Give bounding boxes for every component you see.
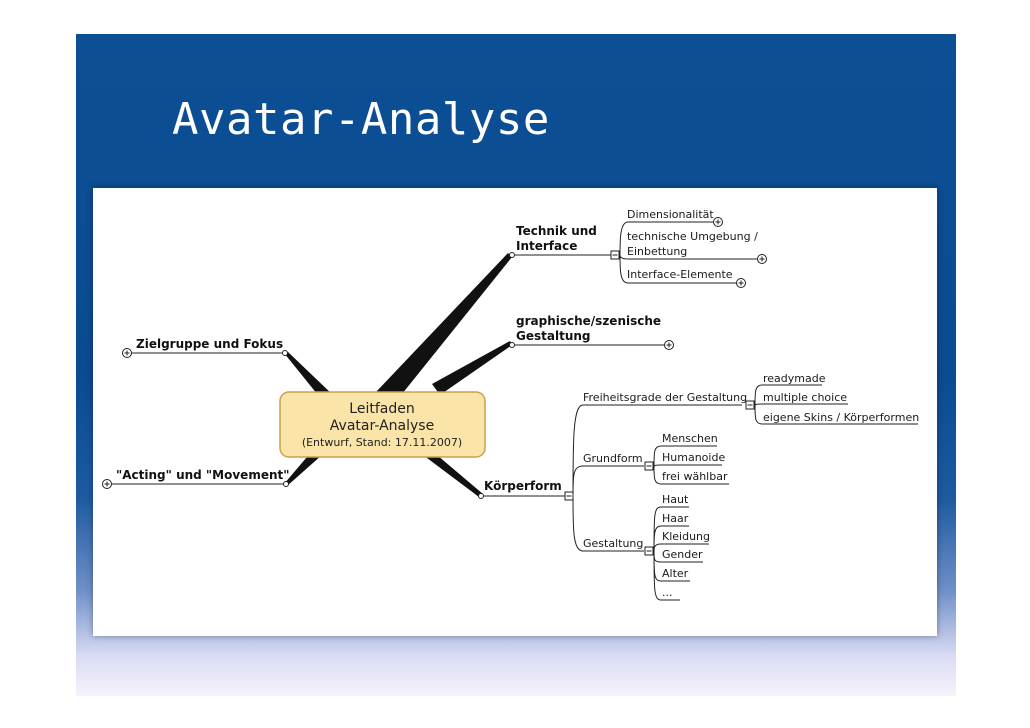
zielgruppe-label: Zielgruppe und Fokus [136, 337, 283, 351]
technik-label-2: Interface [516, 239, 577, 253]
freiheitsgrade-label: Freiheitsgrade der Gestaltung [583, 391, 747, 404]
expand-interface-icon[interactable] [736, 278, 746, 288]
readymade-label: readymade [763, 372, 826, 385]
graphisch-label-1: graphische/szenische [516, 314, 661, 328]
mindmap-panel [93, 188, 937, 636]
graphisch-node [509, 342, 515, 348]
ellipsis-label: ... [662, 586, 673, 599]
freiheitsgrade-bracket [754, 384, 918, 425]
multiple-choice-label: multiple choice [763, 391, 847, 404]
branch-technik [376, 253, 512, 404]
alter-label: Alter [662, 567, 689, 580]
koerperform-bracket [572, 404, 742, 552]
collapse-koerperform-icon[interactable] [564, 491, 574, 501]
kleidung-label: Kleidung [662, 530, 710, 543]
interface-label: Interface-Elemente [627, 268, 733, 281]
gestaltung-bracket [653, 506, 709, 601]
branch-graphisch [432, 341, 512, 395]
center-node [279, 391, 486, 458]
expand-zielgruppe-icon[interactable] [122, 348, 132, 358]
center-line3: (Entwurf, Stand: 17.11.2007) [302, 436, 462, 449]
acting-node [283, 481, 289, 487]
eigene-skins-label: eigene Skins / Körperformen [763, 411, 919, 424]
branch-zielgruppe [284, 352, 334, 400]
slide-title: Avatar-Analyse [172, 94, 550, 145]
dimensionalitaet-label: Dimensionalität [627, 208, 714, 221]
technik-bracket [619, 221, 762, 284]
umgebung-label-1: technische Umgebung / [627, 230, 758, 243]
acting-label: "Acting" und "Movement" [116, 468, 290, 482]
haar-label: Haar [662, 512, 689, 525]
expand-umgebung-icon[interactable] [757, 254, 767, 264]
expand-graphisch-icon[interactable] [664, 340, 674, 350]
collapse-freiheitsgrade-icon[interactable] [745, 400, 755, 410]
graphisch-label-2: Gestaltung [516, 329, 591, 343]
grundform-bracket [653, 445, 729, 485]
center-line1: Leitfaden [349, 401, 414, 417]
frei-waehlbar-label: frei wählbar [662, 470, 728, 483]
humanoide-label: Humanoide [662, 451, 725, 464]
collapse-gestaltung-icon[interactable] [644, 546, 654, 556]
collapse-grundform-icon[interactable] [644, 461, 654, 471]
technik-node [509, 252, 515, 258]
koerperform-label: Körperform [484, 479, 562, 493]
technik-label-1: Technik und [516, 224, 597, 238]
koerperform-node [478, 493, 484, 499]
zielgruppe-node [282, 350, 288, 356]
center-line2: Avatar-Analyse [330, 418, 434, 434]
umgebung-label-2: Einbettung [627, 245, 687, 258]
collapse-technik-icon[interactable] [610, 250, 620, 260]
haut-label: Haut [662, 493, 689, 506]
expand-acting-icon[interactable] [102, 479, 112, 489]
menschen-label: Menschen [662, 432, 718, 445]
grundform-label: Grundform [583, 452, 643, 465]
gender-label: Gender [662, 548, 703, 561]
gestaltung-label: Gestaltung [583, 537, 643, 550]
expand-dimensionalitaet-icon[interactable] [713, 217, 723, 227]
